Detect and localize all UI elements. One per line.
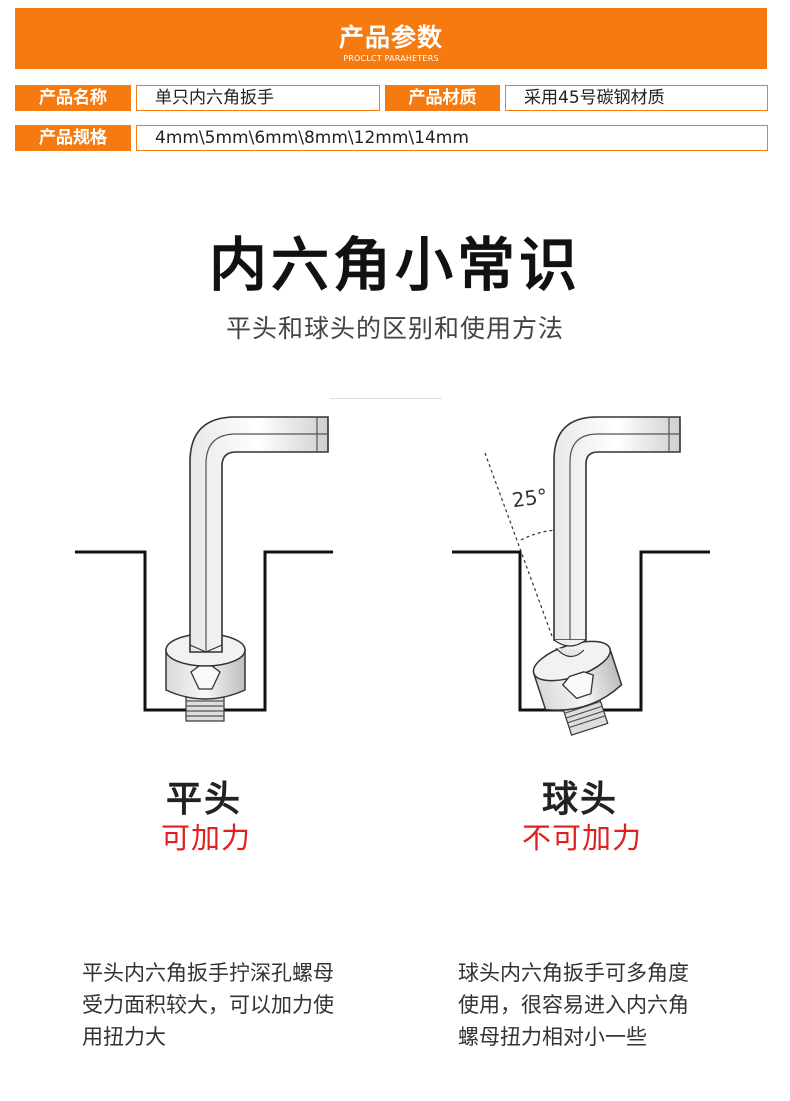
- banner-title: 产品参数: [338, 23, 443, 52]
- ball-desc-line: 使用，很容易进入内六角: [458, 993, 689, 1017]
- ball-description: 球头内六角扳手可多角度 使用，很容易进入内六角 螺母扭力相对小一些: [458, 957, 689, 1053]
- flat-note: 可加力: [161, 821, 252, 855]
- flat-name: 平头: [166, 779, 243, 820]
- material-value: 采用45号碳钢材质: [505, 85, 768, 111]
- divider: [330, 398, 442, 399]
- banner-subtitle: PROCLCT PARAHETERS: [343, 54, 439, 63]
- ball-name: 球头: [542, 779, 619, 820]
- spec-value: 4mm\5mm\6mm\8mm\12mm\14mm: [136, 125, 768, 151]
- flat-desc-line: 用扭力大: [82, 1025, 166, 1049]
- section-heading: 内六角小常识: [208, 231, 581, 299]
- flat-head-diagram: [75, 416, 333, 722]
- flat-desc-line: 受力面积较大，可以加力使: [82, 993, 334, 1017]
- ball-nut: [532, 640, 623, 711]
- material-label: 产品材质: [385, 85, 500, 111]
- name-value: 单只内六角扳手: [136, 85, 380, 111]
- angle-label: 25°: [511, 484, 549, 513]
- ball-desc-line: 螺母扭力相对小一些: [458, 1025, 647, 1049]
- flat-desc-line: 平头内六角扳手拧深孔螺母: [82, 961, 334, 985]
- angle-line: [484, 452, 553, 637]
- ball-hex-key: [553, 416, 681, 658]
- params-banner: 产品参数 PROCLCT PARAHETERS: [15, 8, 767, 69]
- ball-head-diagram: 25°: [452, 416, 710, 736]
- section-subheading: 平头和球头的区别和使用方法: [225, 314, 564, 343]
- flat-description: 平头内六角扳手拧深孔螺母 受力面积较大，可以加力使 用扭力大: [82, 957, 334, 1053]
- ball-desc-line: 球头内六角扳手可多角度: [458, 961, 689, 985]
- name-label: 产品名称: [15, 85, 131, 111]
- spec-label: 产品规格: [15, 125, 131, 151]
- flat-bolt-thread: [185, 696, 225, 722]
- flat-hex-key: [189, 416, 329, 653]
- ball-note: 不可加力: [522, 821, 643, 855]
